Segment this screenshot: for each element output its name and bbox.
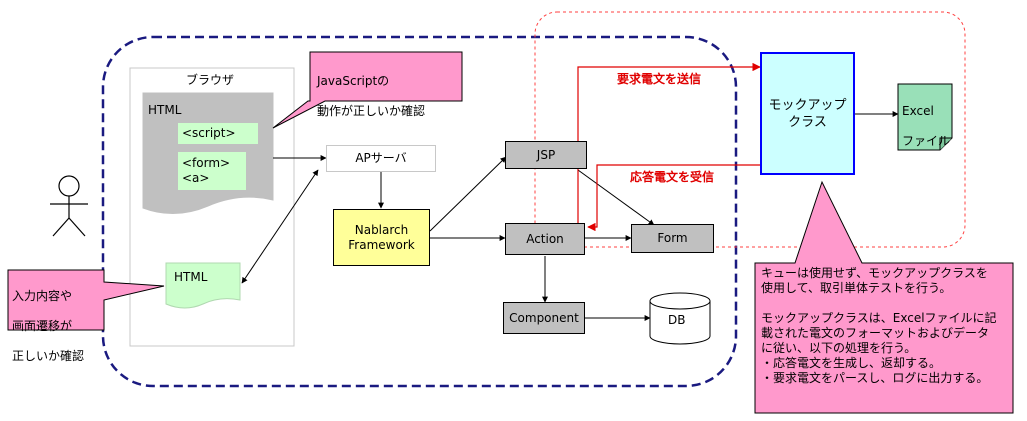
request-send-label: 要求電文を送信 [617,72,702,86]
arrow-request-send [577,62,761,242]
arrow-jsp-to-form [577,169,655,226]
callout-input-line2: 画面遷移が [12,319,73,333]
browser-title: ブラウザ [186,73,235,87]
callout-js-line1: JavaScriptの [317,74,390,88]
framework-line1: Nablarch [354,222,409,237]
html-result-shape [165,262,241,309]
mock-class-box: モックアップ クラス [760,52,855,175]
db-label: DB [668,313,686,327]
ap-server-box: APサーバ [326,145,436,172]
excel-text: Excel ファイル [902,89,950,164]
html-doc-label: HTML [148,103,182,117]
jsp-label: JSP [536,147,556,162]
note-text: キューは使用せず、モックアップクラスを 使用して、取引単体テストを行う。 モック… [761,266,997,385]
script-tag-label: <script> [182,126,236,140]
note-callout-shape [754,180,1014,414]
excel-line1: Excel [902,104,934,118]
form-tag-box: <form> <a> [178,152,246,190]
callout-js-shape [272,51,463,129]
callout-input-line3: 正しいか確認 [12,349,85,363]
callout-js-text: JavaScriptの 動作が正しいか確認 [317,59,425,134]
callout-input-shape [7,269,165,331]
arrow-framework-to-jsp [429,156,507,232]
arrow-response-receive [587,164,760,232]
framework-line2: Framework [348,237,415,252]
mock-line2: クラス [788,114,827,130]
a-tag-label: <a> [182,171,210,185]
db-cylinder [649,292,711,345]
form-box: Form [631,224,714,253]
action-box: Action [505,223,585,255]
script-tag-box: <script> [178,123,258,144]
form-tag-label: <form> [182,156,231,170]
response-receive-label: 応答電文を受信 [630,170,715,184]
callout-js-line2: 動作が正しいか確認 [317,104,426,118]
html-result-label: HTML [174,270,208,284]
excel-line2: ファイル [902,134,951,148]
action-label: Action [526,231,564,246]
component-box: Component [503,302,585,334]
user-icon [50,175,88,237]
form-label: Form [657,231,688,245]
ap-server-label: APサーバ [355,151,407,165]
mock-boundary [534,11,966,248]
system-boundary [101,35,738,388]
callout-input-line1: 入力内容や [12,289,73,303]
component-label: Component [509,310,579,325]
mock-line1: モックアップ [768,97,847,113]
callout-input-text: 入力内容や 画面遷移が 正しいか確認 [12,274,84,379]
arrow-apserver-html-result [241,169,319,284]
framework-box: Nablarch Framework [333,209,430,266]
jsp-box: JSP [505,141,587,169]
